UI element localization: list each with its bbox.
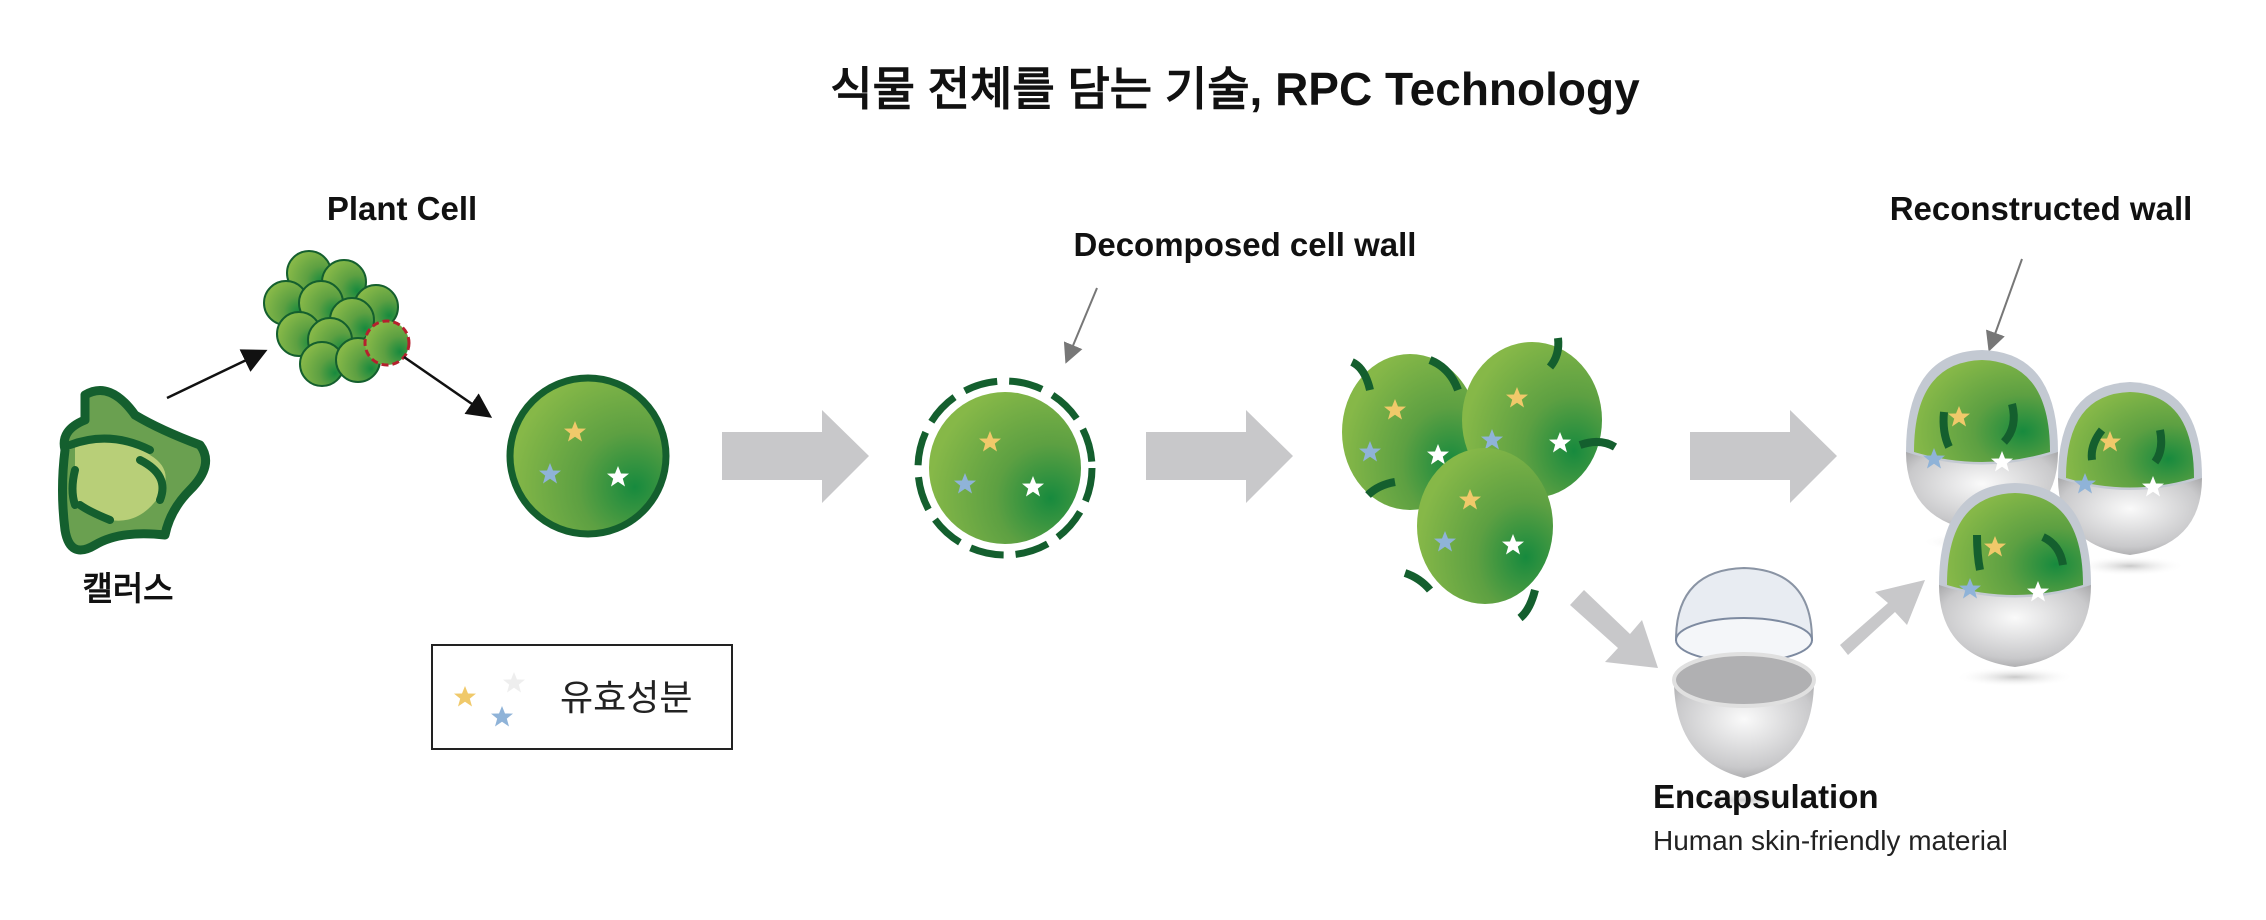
diagonal-arrow-icon	[1570, 580, 1925, 668]
pointer-line	[1063, 287, 1098, 364]
arrow-icon	[166, 349, 268, 400]
encapsulation-subtitle: Human skin-friendly material	[1653, 825, 2008, 856]
arrow-icon	[403, 355, 493, 418]
cells-group-icon	[1342, 337, 1618, 622]
selected-cell-highlight	[363, 319, 411, 367]
plant-cell-label: Plant Cell	[327, 190, 477, 227]
process-arrow-icon	[722, 410, 869, 503]
callus-label: 캘러스	[82, 570, 173, 607]
decomposed-label: Decomposed cell wall	[1074, 226, 1417, 263]
decomposed-cell-icon	[914, 377, 1096, 559]
pointer-line	[1986, 258, 2023, 352]
process-arrow-icon	[1146, 410, 1293, 503]
capsule-icon	[1672, 566, 1816, 810]
reconstructed-label: Reconstructed wall	[1890, 190, 2193, 227]
cell-cluster-icon	[263, 250, 399, 387]
encapsulation-label: Encapsulation	[1653, 778, 1879, 815]
encapsulated-cells-icon	[1906, 350, 2202, 687]
legend: 유효성분	[431, 644, 733, 750]
process-arrow-icon	[1690, 410, 1837, 503]
legend-label: 유효성분	[560, 677, 692, 718]
plant-cell-icon	[506, 374, 670, 538]
callus-icon	[58, 386, 211, 555]
page-title: 식물 전체를 담는 기술, RPC Technology	[830, 63, 1640, 115]
